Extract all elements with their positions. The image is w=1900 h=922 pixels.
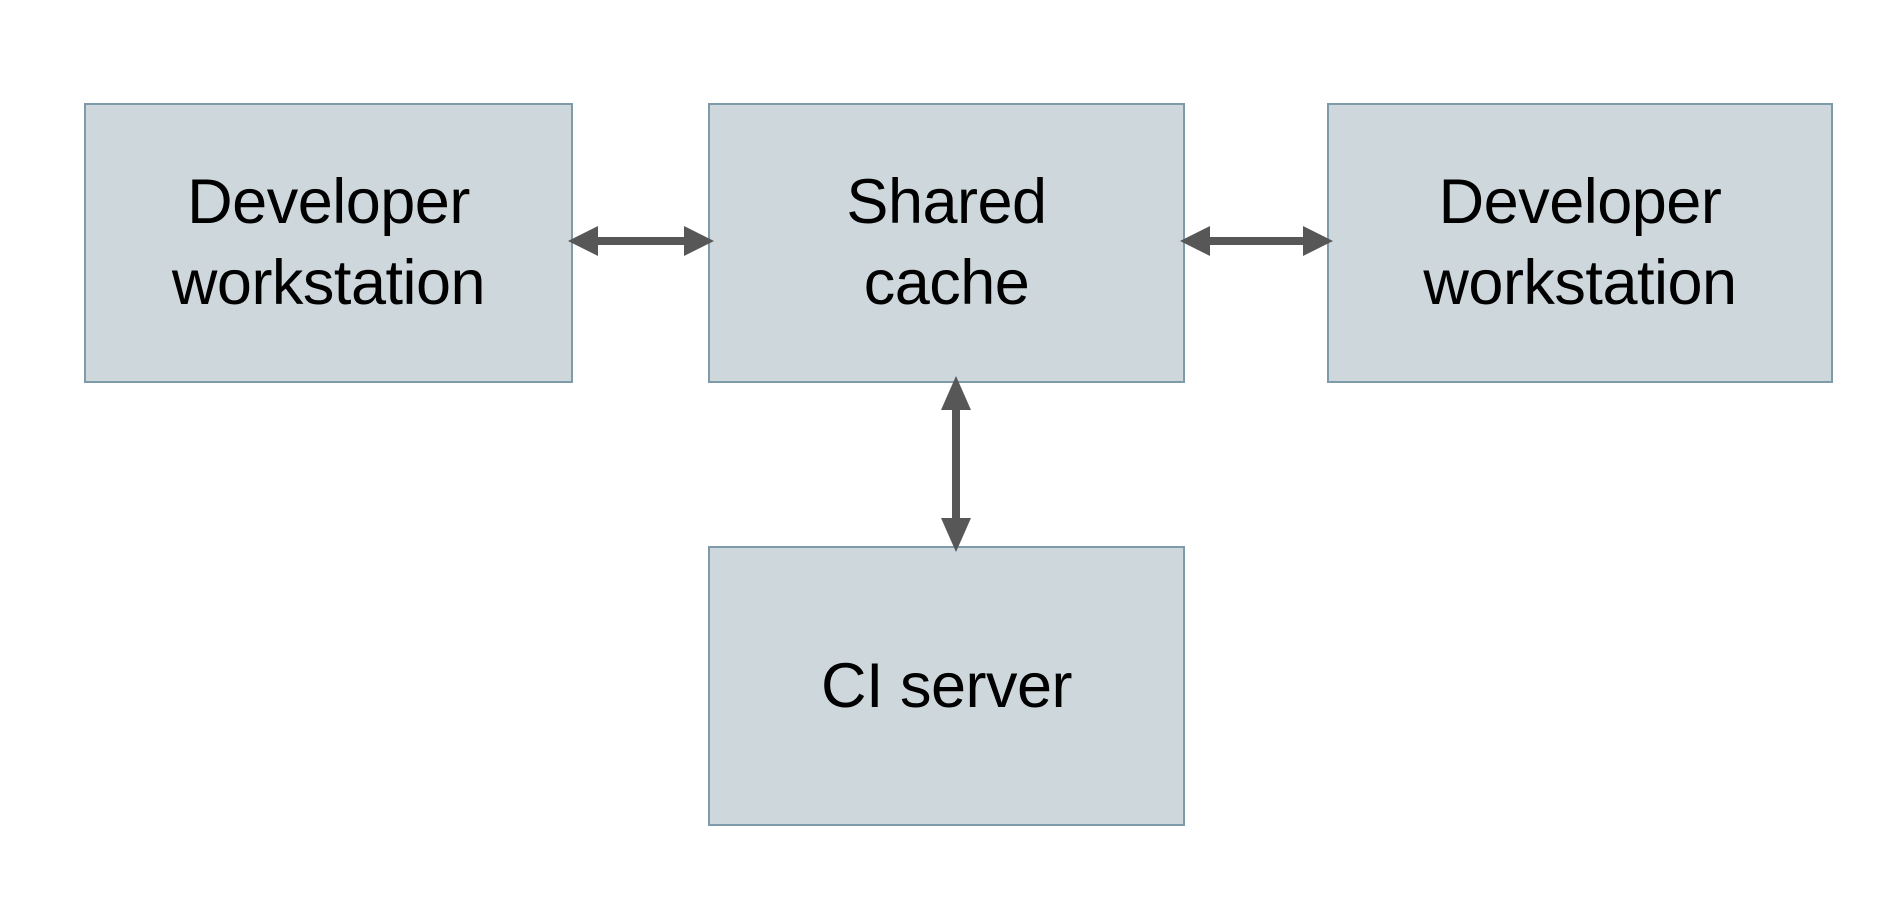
connector-left-dev-to-cache-double-arrow-icon [568, 226, 714, 256]
node-label: Developer workstation [1423, 167, 1737, 318]
node-developer-workstation-left[interactable]: Developer workstation [84, 103, 573, 383]
node-label: Shared cache [846, 167, 1047, 318]
node-ci-server[interactable]: CI server [708, 546, 1185, 826]
node-developer-workstation-right[interactable]: Developer workstation [1327, 103, 1833, 383]
node-label: Developer workstation [171, 167, 486, 318]
node-shared-cache[interactable]: Shared cache [708, 103, 1185, 383]
connector-cache-to-right-dev-double-arrow-icon [1180, 226, 1333, 256]
connector-cache-to-ci-double-arrow-icon [941, 376, 971, 552]
node-label: CI server [820, 650, 1073, 721]
